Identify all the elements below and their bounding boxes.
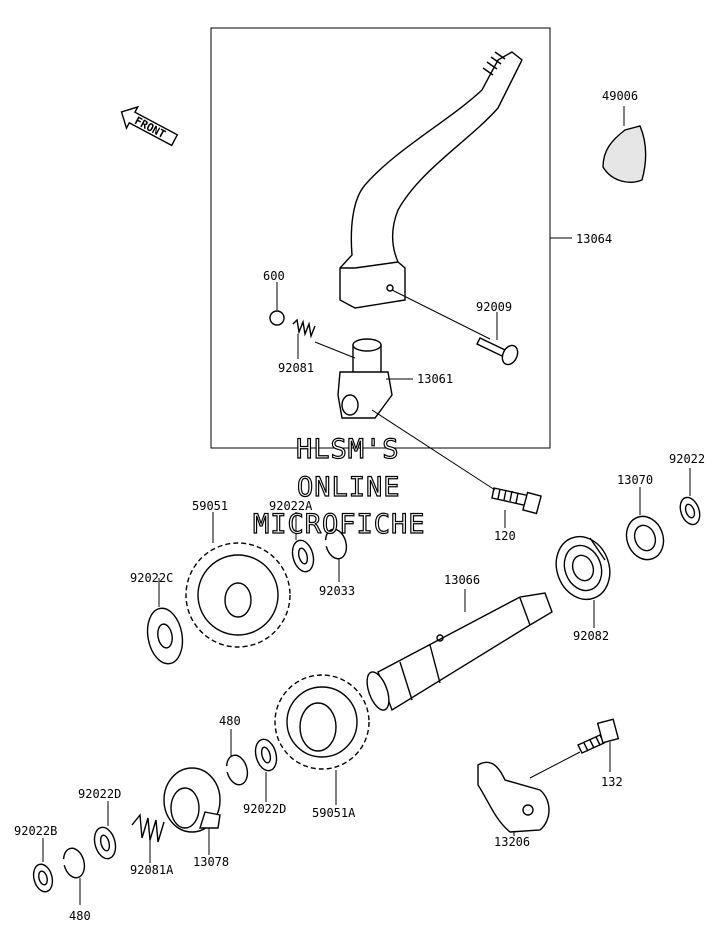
part-number-92022C: 92022C bbox=[130, 571, 173, 585]
circlip-center-drawing bbox=[225, 754, 249, 786]
part-number-120: 120 bbox=[494, 529, 516, 543]
ratchet-drawing bbox=[163, 767, 221, 833]
kick-gear-drawing bbox=[185, 542, 291, 648]
spring-guide-drawing bbox=[625, 515, 665, 561]
watermark-line-1: HLSM'S bbox=[296, 434, 400, 465]
part-number-600: 600 bbox=[263, 269, 285, 283]
washer-upper-drawing bbox=[291, 539, 315, 573]
part-number-13064: 13064 bbox=[576, 232, 612, 246]
part-number-92033: 92033 bbox=[319, 584, 355, 598]
watermark-line-3: MICROFICHE bbox=[253, 509, 426, 540]
part-number-92082: 92082 bbox=[573, 629, 609, 643]
ratchet-gear-drawing bbox=[274, 674, 370, 770]
kick-pedal-cover-drawing bbox=[602, 125, 647, 183]
part-number-92022D-center: 92022D bbox=[243, 802, 286, 816]
part-number-59051A: 59051A bbox=[312, 806, 356, 820]
part-number-13206: 13206 bbox=[494, 835, 530, 849]
washer-large-drawing bbox=[146, 607, 184, 665]
part-number-92022D-lower: 92022D bbox=[78, 787, 121, 801]
part-number-480-lower: 480 bbox=[69, 909, 91, 923]
part-number-92009: 92009 bbox=[476, 300, 512, 314]
part-number-92081: 92081 bbox=[278, 361, 314, 375]
circlip-lower-drawing bbox=[62, 847, 86, 879]
part-number-49006: 49006 bbox=[602, 89, 638, 103]
part-number-13061: 13061 bbox=[417, 372, 453, 386]
kick-boss-drawing bbox=[337, 338, 393, 419]
boss-bolt-drawing bbox=[491, 487, 542, 515]
torsion-spring-drawing bbox=[555, 535, 611, 601]
washer-lower-drawing bbox=[93, 826, 117, 860]
washer-end-drawing bbox=[32, 863, 54, 893]
front-arrow-icon: FRONT bbox=[120, 105, 179, 147]
part-number-480-upper: 480 bbox=[219, 714, 241, 728]
washer-center-drawing bbox=[254, 738, 278, 772]
part-number-59051: 59051 bbox=[192, 499, 228, 513]
spring-ratchet-drawing bbox=[131, 813, 165, 843]
circlip-upper-drawing bbox=[324, 528, 348, 560]
watermark-line-2: ONLINE bbox=[297, 472, 401, 503]
part-number-92081A: 92081A bbox=[130, 863, 174, 877]
kick-pedal-drawing bbox=[339, 51, 523, 309]
part-number-92022B: 92022B bbox=[14, 824, 57, 838]
kick-shaft-drawing bbox=[366, 592, 553, 712]
part-number-13078: 13078 bbox=[193, 855, 229, 869]
washer-right-drawing bbox=[679, 496, 701, 526]
part-number-92022A: 92022A bbox=[269, 499, 313, 513]
leader-lines bbox=[42, 106, 691, 905]
pedal-bolt-drawing bbox=[476, 337, 519, 366]
part-number-132: 132 bbox=[601, 775, 623, 789]
guide-bolt-drawing bbox=[577, 718, 620, 754]
watermark: HLSM'S ONLINE MICROFICHE bbox=[252, 433, 426, 540]
front-label: FRONT bbox=[132, 114, 168, 141]
guide-plate-drawing bbox=[477, 761, 550, 833]
part-number-13070: 13070 bbox=[617, 473, 653, 487]
ball-drawing bbox=[269, 310, 285, 326]
spring-small-drawing bbox=[292, 318, 316, 339]
part-number-92022: 92022 bbox=[669, 452, 705, 466]
part-number-13066: 13066 bbox=[444, 573, 480, 587]
